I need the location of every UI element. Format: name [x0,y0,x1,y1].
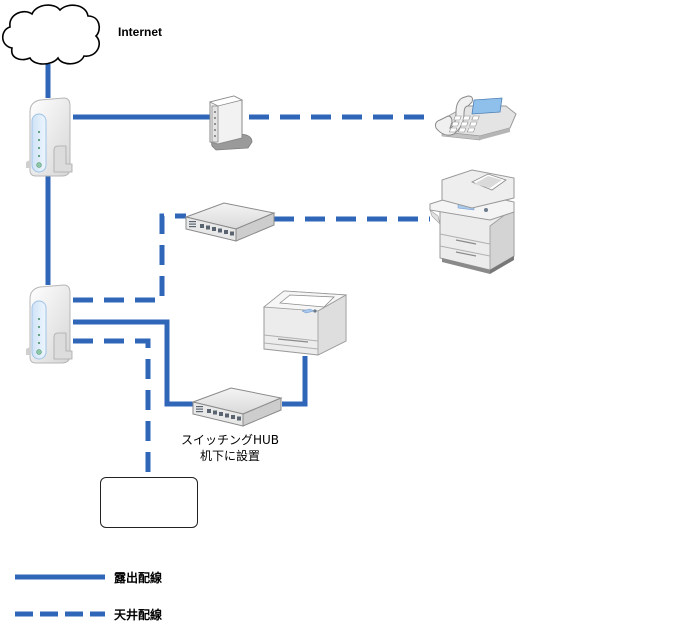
copier-icon [429,169,515,274]
cable-switch-printer [282,356,308,407]
legend-solid-label: 露出配線 [114,571,163,585]
blank-device-box [100,477,198,528]
printer-icon [262,290,348,356]
internet-label: Internet [118,25,163,39]
cables [45,64,434,477]
cloud-icon [1,4,101,65]
switch-hub-icon-upper [184,202,276,242]
telephone-icon [435,95,517,141]
cable-router-lower-switch [73,319,195,407]
router-icon-top [26,97,73,177]
legend-dashed-label: 天井配線 [114,608,163,622]
cable-router-upper-switch [73,213,186,303]
router-icon-bottom [26,284,73,364]
modem-icon [208,95,253,151]
switch-hub-icon-lower [191,387,283,427]
switching-hub-label-line2: 机下に設置 [199,449,260,463]
switching-hub-label-line1: スイッチングHUB [180,433,280,447]
cable-router-pc [73,338,151,477]
switching-hub-label: スイッチングHUB 机下に設置 [160,432,300,464]
